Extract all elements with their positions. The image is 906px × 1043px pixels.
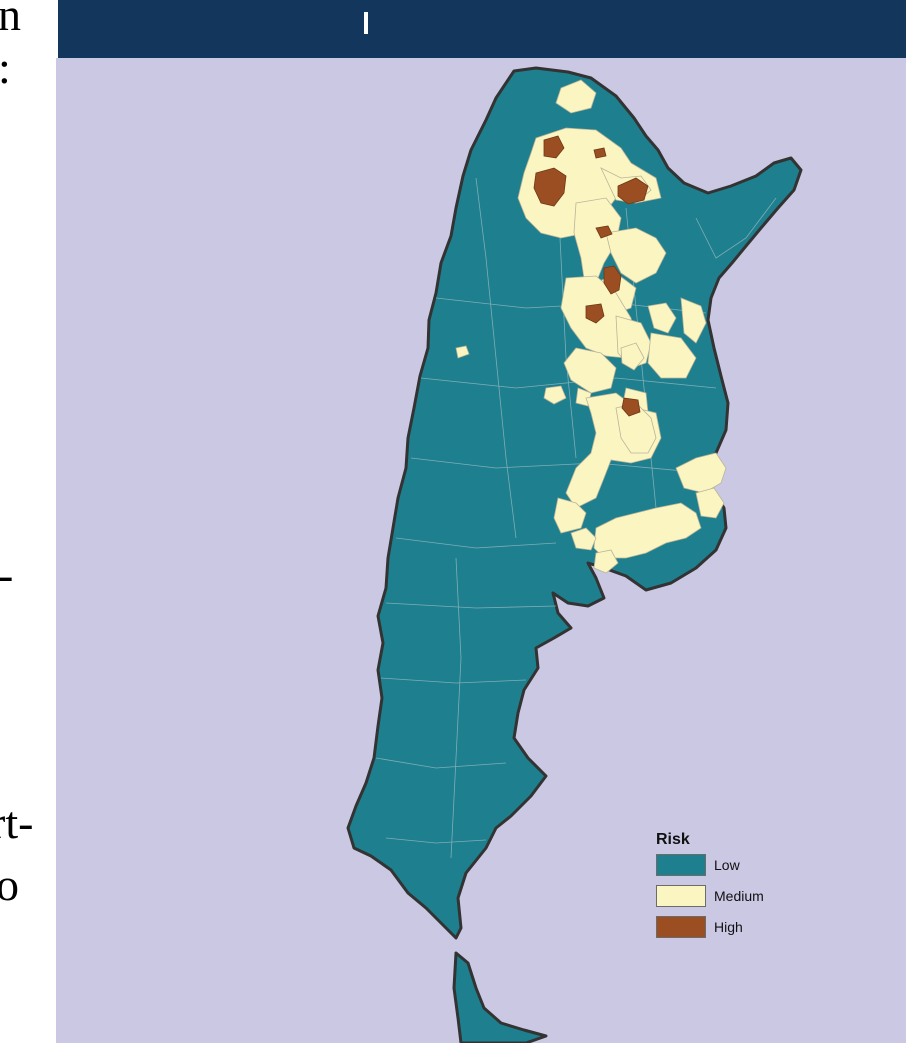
legend-title: Risk <box>656 831 690 848</box>
legend-label-low: Low <box>714 857 740 873</box>
legend-swatch-medium <box>656 885 706 907</box>
text-fragment-3: - <box>0 552 13 598</box>
legend-label-medium: Medium <box>714 888 764 904</box>
map-panel: Risk Low Medium High <box>56 58 906 1043</box>
map-legend: Risk Low Medium High <box>656 831 776 946</box>
cropped-slide-text: n : - rt- o <box>0 0 56 1043</box>
legend-label-high: High <box>714 919 743 935</box>
risk-map <box>346 66 803 1043</box>
text-fragment-2: : <box>0 45 11 91</box>
country-tierra-del-fuego <box>452 951 548 1043</box>
text-fragment-5: o <box>0 859 19 910</box>
slide-header-bar <box>58 0 906 58</box>
legend-item-high: High <box>656 915 776 939</box>
legend-swatch-low <box>656 854 706 876</box>
header-title-fragment <box>364 12 368 34</box>
medium-risk-zones <box>455 79 727 574</box>
legend-swatch-high <box>656 916 706 938</box>
text-fragment-1: n <box>0 0 21 40</box>
legend-item-medium: Medium <box>656 884 776 908</box>
legend-item-low: Low <box>656 853 776 877</box>
high-risk-zones <box>533 135 649 417</box>
text-fragment-4: rt- <box>0 797 34 848</box>
